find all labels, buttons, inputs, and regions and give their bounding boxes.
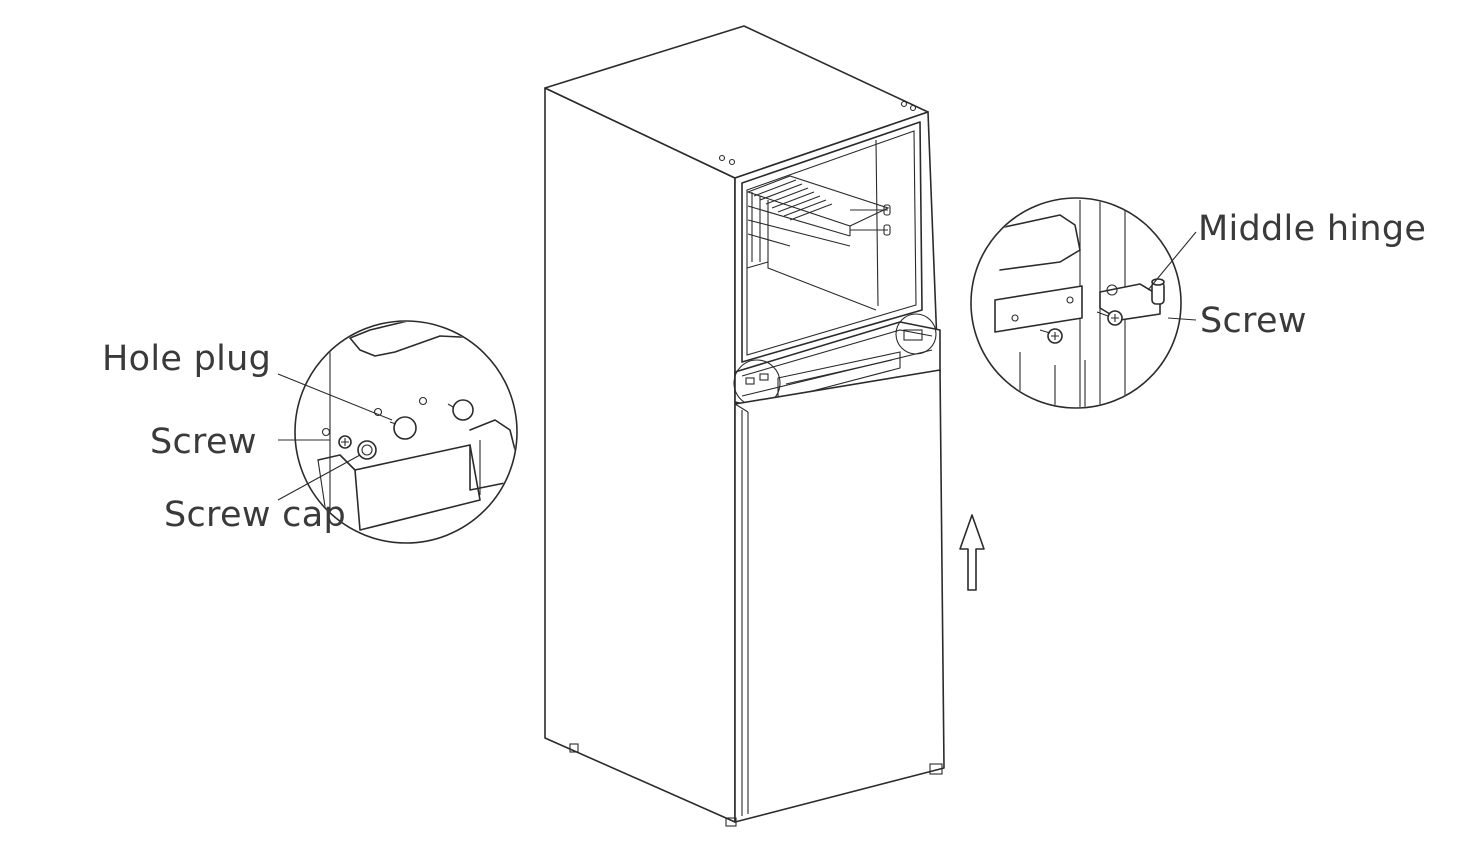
label-hole-plug: Hole plug	[102, 339, 271, 379]
label-middle-hinge: Middle hinge	[1198, 209, 1426, 249]
wire-shelf	[746, 175, 891, 262]
left-detail-callout	[294, 320, 518, 544]
label-screw-cap: Screw cap	[164, 495, 346, 535]
upward-arrow	[959, 514, 985, 591]
hole-plug	[393, 416, 417, 440]
label-screw-right: Screw	[1200, 301, 1307, 341]
refrigerator-illustration	[544, 25, 945, 827]
freezer-opening	[741, 121, 923, 363]
fridge-door	[734, 369, 945, 823]
right-detail-callout	[970, 197, 1182, 409]
label-screw-left: Screw	[150, 422, 257, 462]
fridge-side-panel	[544, 87, 736, 823]
right-leader-lines	[1147, 231, 1197, 321]
screw-cap	[357, 440, 377, 460]
left-leader-lines	[277, 373, 393, 501]
